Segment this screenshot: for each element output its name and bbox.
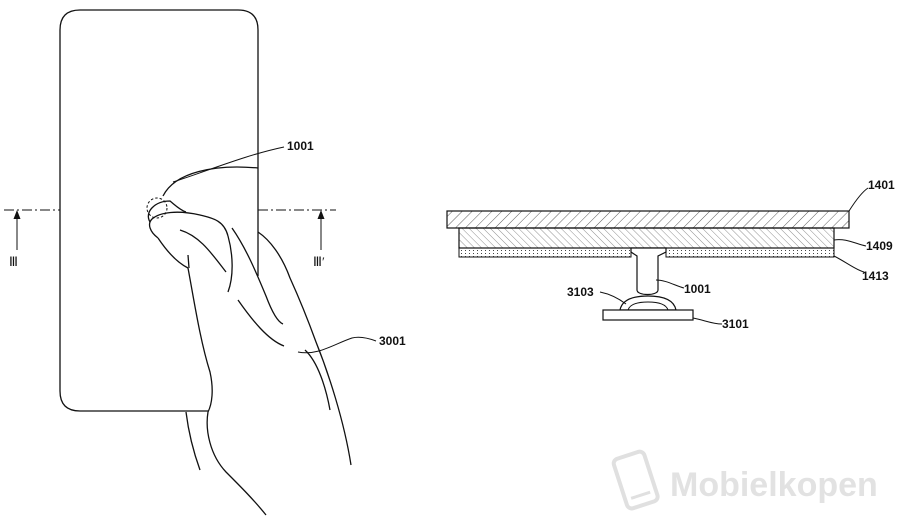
bottom-layer-1413-left: [458, 247, 632, 258]
phone-icon: [611, 449, 660, 511]
leader-3001: [297, 336, 377, 354]
label-1401: 1401: [868, 178, 895, 192]
leader-1413: [833, 255, 865, 273]
hand-drawing: [147, 166, 352, 516]
sensor-1001: [630, 247, 667, 296]
watermark-text: Mobielkopen: [670, 466, 878, 504]
support-bracket-3103: [619, 295, 677, 311]
leader-3103: [599, 291, 627, 305]
section-label-left: Ⅲ: [9, 254, 18, 269]
label-1413: 1413: [862, 269, 889, 283]
label-3101: 3101: [722, 317, 749, 331]
leader-1001-right: [655, 279, 685, 289]
fingerprint-sensor-area: [146, 197, 168, 219]
phone-outline: [59, 9, 259, 412]
label-3103: 3103: [567, 285, 594, 299]
phone-front-view: Ⅲ Ⅲ′ 1001 3001: [4, 9, 406, 516]
cross-section-view: 1401 1409 1413 1001 3103 3101: [446, 178, 895, 331]
leader-1401: [848, 187, 869, 212]
leader-3101: [692, 317, 723, 325]
leader-1001-left: [172, 146, 285, 183]
section-arrow-right: [317, 210, 325, 250]
cover-layer-1401: [446, 210, 850, 229]
label-1001-left: 1001: [287, 139, 314, 153]
section-arrow-left: [13, 210, 21, 250]
watermark: Mobielkopen: [611, 449, 878, 511]
base-plate-3101: [602, 309, 694, 321]
leader-1409: [833, 239, 867, 247]
middle-layer-1409: [458, 227, 835, 249]
section-label-right: Ⅲ′: [313, 254, 325, 269]
label-1409: 1409: [866, 239, 893, 253]
bottom-layer-1413-right: [665, 247, 835, 258]
label-3001: 3001: [379, 334, 406, 348]
label-1001-right: 1001: [684, 282, 711, 296]
